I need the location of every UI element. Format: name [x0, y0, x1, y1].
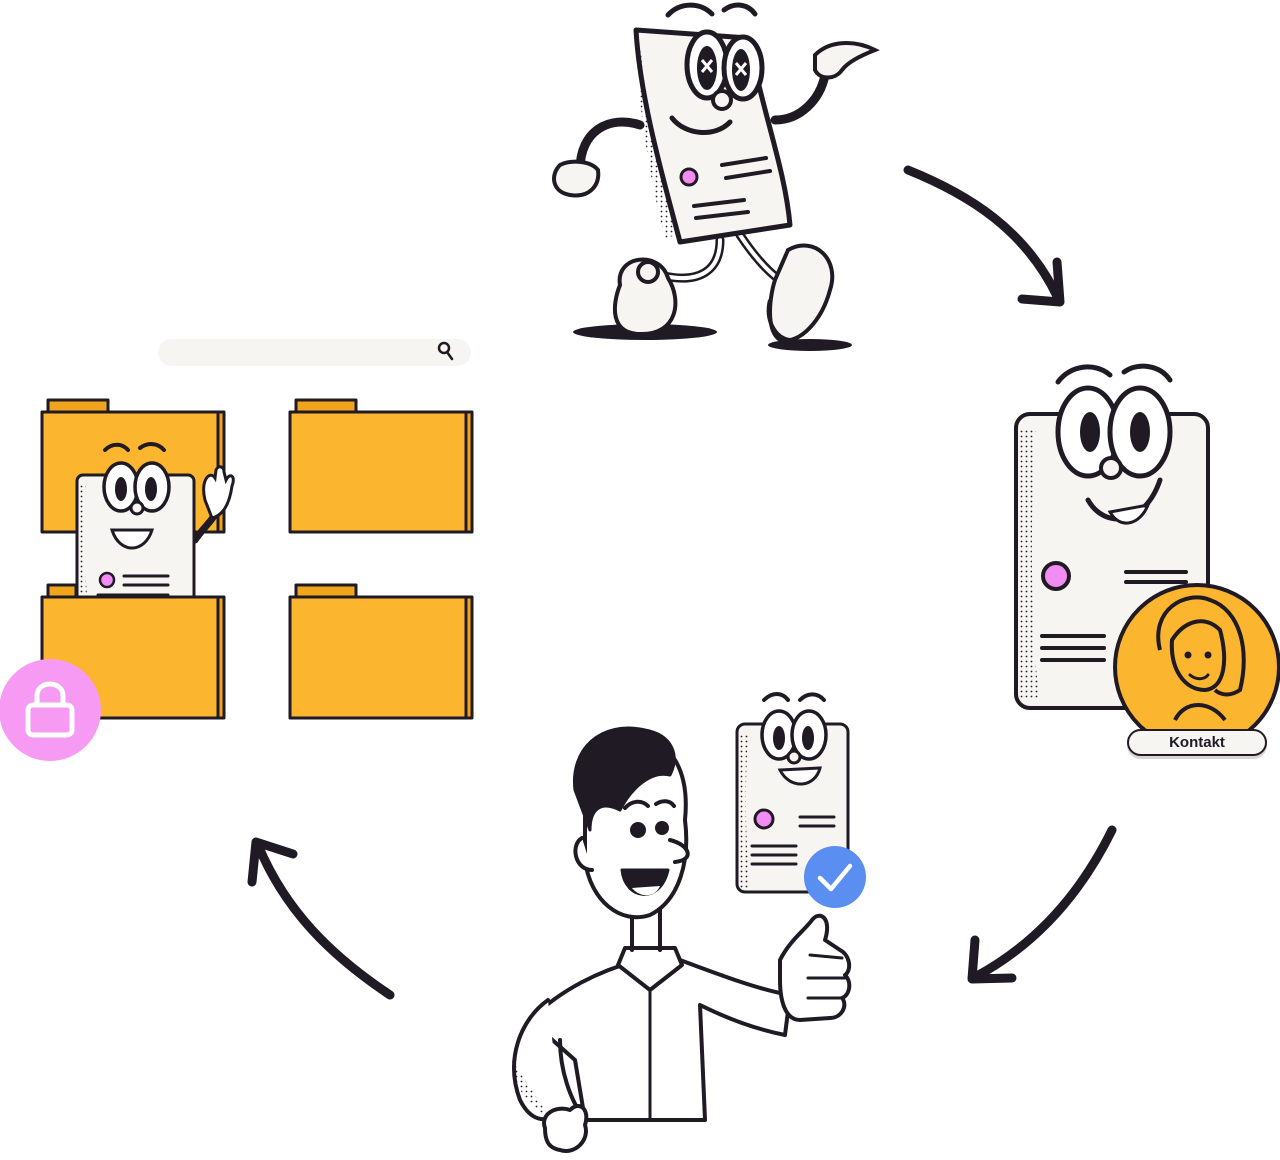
folder-grid: [40, 398, 474, 720]
cycle-arrows: [247, 165, 1117, 1000]
arrow-bottom-left: [247, 837, 395, 1000]
search-icon[interactable]: [437, 341, 454, 361]
search-bar[interactable]: [158, 339, 471, 366]
contact-button[interactable]: Kontakt: [1127, 729, 1267, 756]
contact-document-character: [1014, 363, 1280, 751]
walking-document-character: [552, 2, 880, 351]
folder-bottom-left[interactable]: [40, 583, 226, 720]
folder-top-right[interactable]: [288, 398, 474, 534]
lock-badge: [0, 659, 101, 761]
folder-document-character: [75, 442, 235, 612]
verified-document-character: [735, 692, 866, 908]
lock-icon: [25, 681, 75, 738]
folder-bottom-right[interactable]: [288, 583, 474, 720]
check-icon: [817, 863, 853, 892]
arrow-bottom-right: [967, 825, 1117, 984]
check-badge: [804, 846, 866, 908]
arrow-top-right: [903, 165, 1065, 307]
happy-man-character: [512, 726, 852, 1153]
contact-avatar: [1113, 583, 1280, 751]
